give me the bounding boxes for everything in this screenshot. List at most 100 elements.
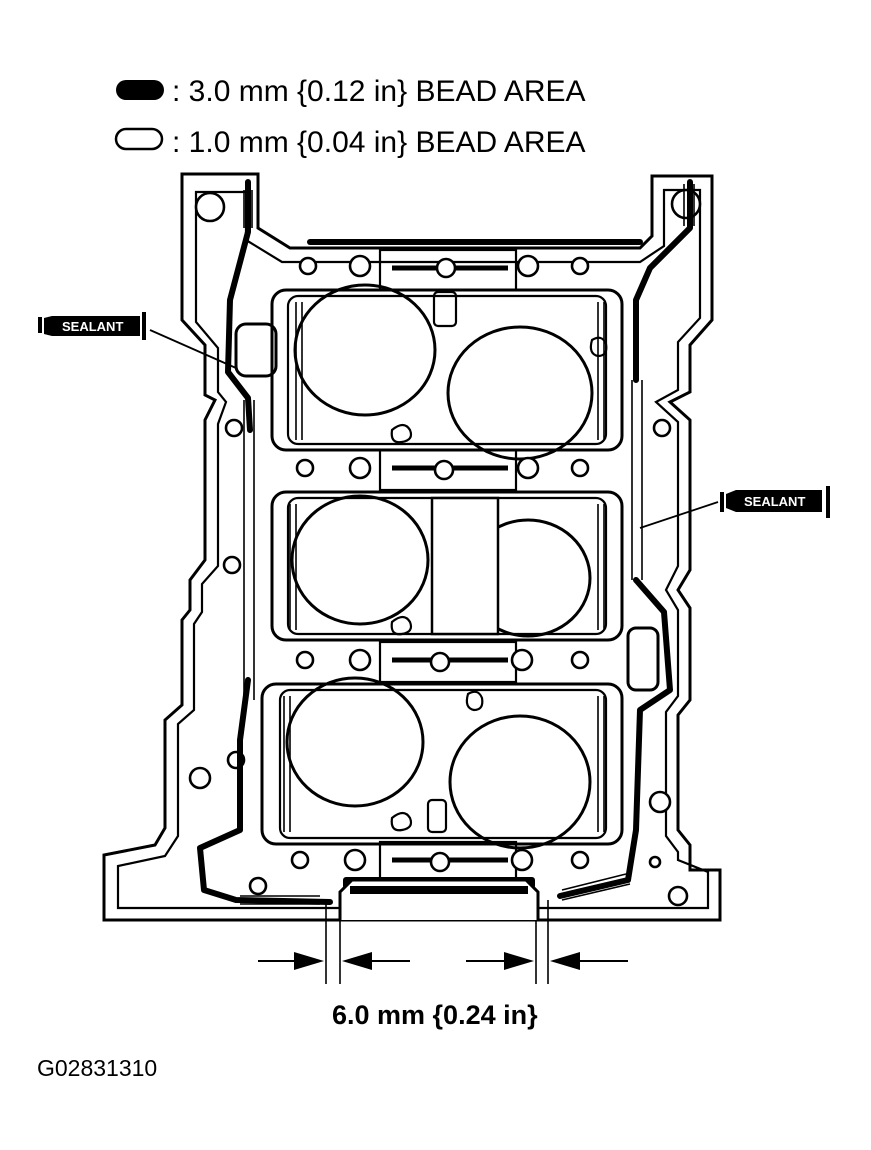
bolt-hole: [648, 855, 662, 869]
left-lower-thick-bead: [197, 677, 333, 905]
bolt-hole: [222, 555, 242, 575]
cylinder-bore-3a: [285, 676, 425, 808]
bay-3-hole-b: [390, 811, 413, 832]
bolt-hole: [510, 848, 534, 872]
bolt-hole: [667, 885, 689, 907]
bolt-hole: [435, 257, 457, 279]
cylinder-bore-2a: [290, 494, 430, 626]
bolt-hole: [224, 418, 244, 438]
cylinder-bays: [260, 283, 624, 850]
bay-2-frame: [270, 490, 624, 642]
left-sealant-label: SEALANT: [62, 319, 123, 334]
bolt-hole: [348, 648, 372, 672]
cylinder-bore-1b: [446, 325, 594, 461]
seal-housing-bead: [350, 886, 528, 894]
cylinder-bore-3b: [448, 714, 592, 850]
bay-1-port: [432, 290, 458, 328]
sealant-tube-end: [826, 486, 830, 518]
bay-1-frame: [270, 288, 624, 452]
bay-2-main-journal: [430, 496, 500, 636]
bolt-hole: [295, 458, 315, 478]
bolt-hole: [188, 766, 212, 790]
bolt-hole: [290, 850, 310, 870]
bolt-hole: [516, 254, 540, 278]
side-holes: [188, 188, 702, 907]
block-inner-outline: [116, 188, 710, 910]
bearing-row-1-cap: [378, 248, 518, 292]
bay-3-frame: [260, 682, 624, 846]
thick-bead-swatch-icon: [116, 80, 164, 100]
bay-1-hole: [390, 423, 413, 444]
right-sealant-callout: SEALANT: [639, 486, 830, 529]
block-outer-outline: [102, 172, 722, 922]
cylinder-bay-3: [260, 676, 624, 850]
bolt-hole: [343, 848, 367, 872]
bolt-hole: [648, 790, 672, 814]
bolt-hole: [194, 191, 226, 223]
sealant-tube-icon: [44, 316, 140, 336]
bolt-hole: [348, 456, 372, 480]
sealant-tube-tip-icon: [38, 317, 42, 333]
bearing-rows: [290, 248, 590, 882]
bolt-hole: [570, 256, 590, 276]
bolt-hole: [570, 650, 590, 670]
legend-item-thin-bead: : 1.0 mm {0.04 in} BEAD AREA: [114, 126, 586, 159]
bearing-row-1: [298, 248, 590, 292]
bay-3-hole-a: [465, 690, 484, 712]
bolt-hole: [429, 651, 451, 673]
right-thick-bead: [633, 179, 693, 383]
right-thin-bead: [631, 184, 695, 580]
bay-3-port: [426, 798, 448, 834]
arrow-right-icon: [504, 952, 534, 970]
cylinder-bay-1: [270, 283, 624, 461]
bay-1-inner-frame: [286, 294, 608, 446]
cylinder-bay-2: [270, 490, 624, 642]
bolt-hole: [298, 256, 318, 276]
dimension-label: 6.0 mm {0.24 in}: [332, 1000, 538, 1030]
bearing-row-2-cap: [378, 448, 518, 492]
arrow-right-icon: [294, 952, 324, 970]
thin-bead-swatch-icon: [114, 127, 164, 151]
bottom-thin-bead: [240, 873, 631, 905]
right-sealant-label: SEALANT: [744, 494, 805, 509]
left-sealant-leader-line: [149, 329, 237, 369]
legend-thin-bead-label: : 1.0 mm {0.04 in} BEAD AREA: [172, 126, 586, 159]
bolt-hole: [248, 876, 268, 896]
bay-1-hole-b: [589, 336, 608, 358]
sealant-beads: [197, 179, 695, 905]
bolt-hole: [348, 254, 372, 278]
arrow-left-icon: [342, 952, 372, 970]
bolt-hole: [516, 456, 540, 480]
legend-item-thick-bead: : 3.0 mm {0.12 in} BEAD AREA: [116, 75, 586, 108]
rear-oil-seal-housing: [338, 878, 540, 920]
sealant-tube-tip: [720, 492, 724, 512]
bay-side-thin-bead: [283, 302, 605, 832]
legend: : 3.0 mm {0.12 in} BEAD AREA : 1.0 mm {0…: [114, 75, 586, 159]
bolt-hole: [570, 458, 590, 478]
bolt-hole: [429, 851, 451, 873]
cylinder-bore-1a: [293, 283, 437, 417]
left-thick-bead: [225, 179, 253, 433]
bearing-row-3: [295, 640, 590, 684]
right-oil-passage: [626, 626, 660, 692]
right-lower-thick-bead: [557, 577, 673, 899]
bolt-hole: [652, 418, 672, 438]
bolt-hole: [433, 459, 455, 481]
bolt-hole: [510, 648, 534, 672]
left-sealant-callout: SEALANT: [38, 312, 237, 369]
left-oil-passage: [234, 322, 278, 378]
bay-2-hole: [390, 615, 413, 636]
bearing-row-2: [295, 448, 590, 492]
legend-thick-bead-label: : 3.0 mm {0.12 in} BEAD AREA: [172, 75, 586, 108]
block-outline: [102, 172, 722, 922]
bay-3-inner-frame: [278, 688, 608, 840]
left-thin-bead: [243, 190, 255, 700]
figure-code: G02831310: [37, 1055, 157, 1081]
right-sealant-leader-line: [639, 501, 719, 529]
sealant-tube-icon: [726, 490, 822, 512]
bolt-hole: [295, 650, 315, 670]
bolt-hole: [670, 188, 702, 220]
bolt-hole: [570, 850, 590, 870]
bearing-row-4: [290, 840, 590, 882]
